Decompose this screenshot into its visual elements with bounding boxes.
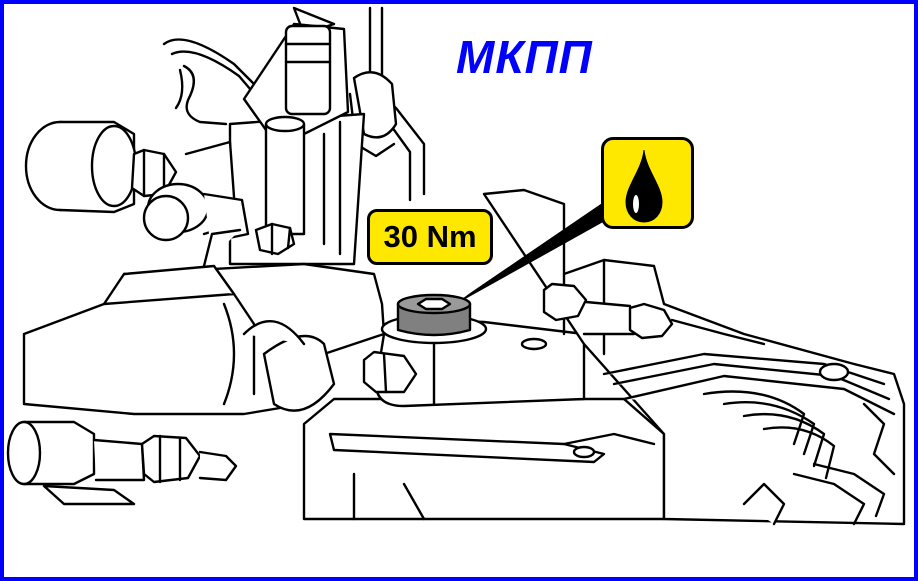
gearbox-line-drawing — [6, 6, 906, 526]
oil-callout — [601, 137, 694, 229]
boss-bolt — [362, 350, 418, 394]
torque-callout: 30 Nm — [367, 209, 493, 265]
right-housing — [482, 188, 906, 526]
filler-plug — [396, 293, 472, 337]
oil-drop-icon — [625, 149, 663, 223]
torque-value: 30 Nm — [383, 219, 477, 254]
lower-casing — [302, 397, 666, 521]
diagram-title: МКПП — [456, 31, 593, 83]
upper-housing — [22, 228, 386, 416]
lower-left-bolt — [6, 420, 238, 506]
left-bolts — [24, 120, 296, 256]
